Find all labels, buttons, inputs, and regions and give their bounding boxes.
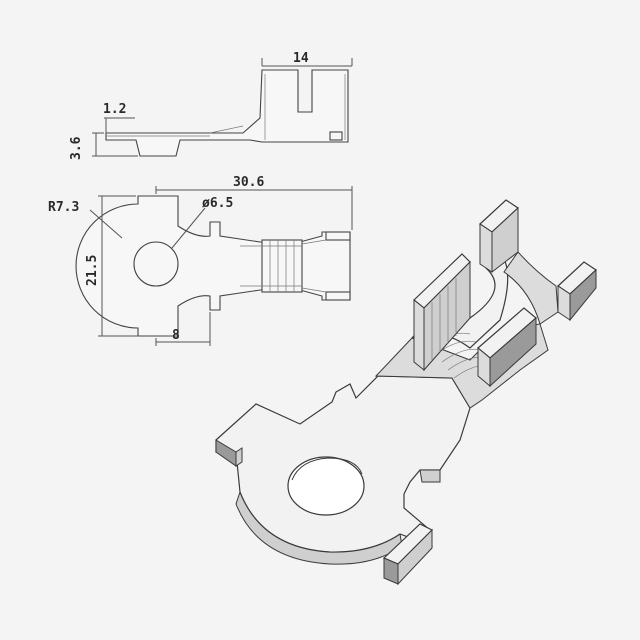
dim-ring-height: 21.5 (85, 255, 100, 286)
isometric-view (215, 199, 597, 586)
dim-hole-diameter: ø6.5 (202, 196, 233, 211)
dim-total-length: 30.6 (233, 175, 264, 190)
dim-side-height: 3.6 (69, 136, 84, 160)
dim-radius: R7.3 (48, 200, 79, 215)
side-view: 14 1.2 3.6 (69, 51, 353, 160)
top-view: 30.6 R7.3 ø6.5 21.5 8 (48, 175, 353, 346)
dim-tab-width: 8 (172, 328, 180, 343)
dim-side-thickness: 1.2 (103, 102, 126, 117)
dim-side-width: 14 (293, 51, 309, 66)
